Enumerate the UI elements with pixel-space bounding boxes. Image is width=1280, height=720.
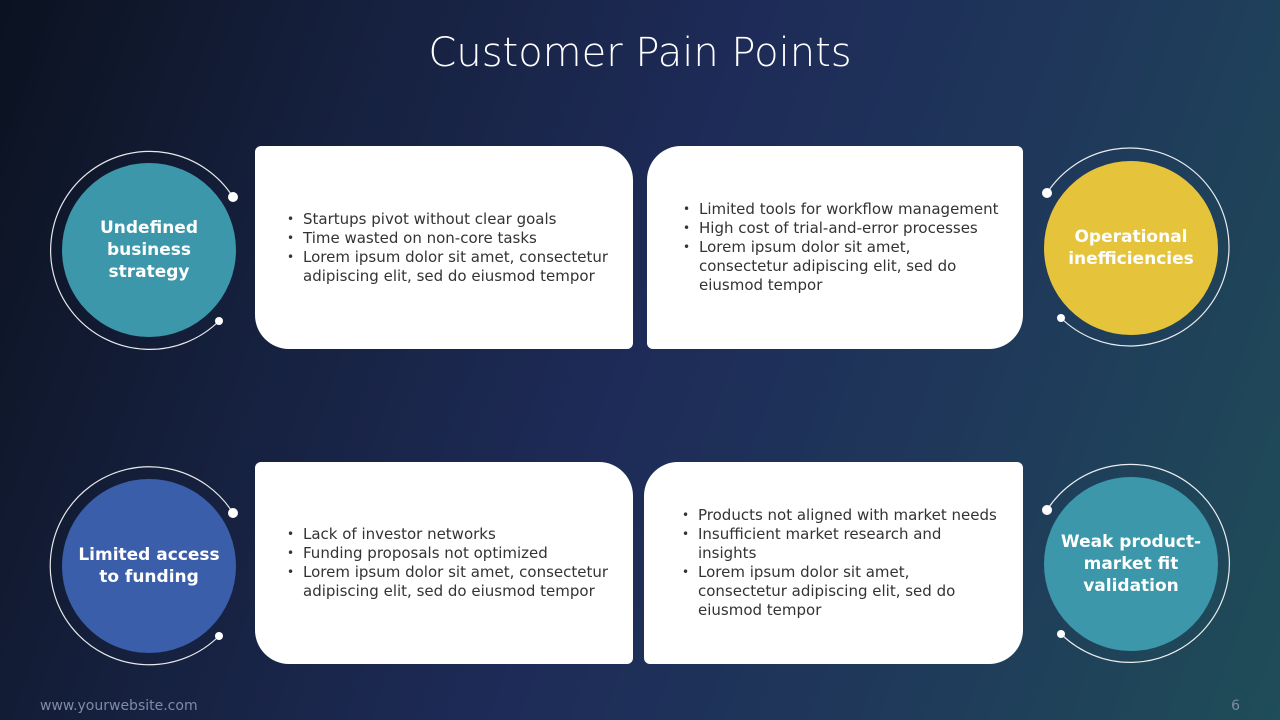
circle-weak-product-market-fit: Weak product-market fit validation [1044,477,1218,651]
bullet: High cost of trial-and-error processes [683,219,1003,238]
bullet: Lorem ipsum dolor sit amet, consectetur … [682,563,1003,620]
bullet: Lorem ipsum dolor sit amet, consectetur … [683,238,1003,295]
bullet: Funding proposals not optimized [287,544,613,563]
footer-website: www.yourwebsite.com [40,698,198,714]
page-number: 6 [1231,698,1240,714]
circle-operational-inefficiencies: Operational inefficiencies [1044,161,1218,335]
card-weak-product-market-fit: Products not aligned with market needsIn… [644,462,1023,664]
card-operational-inefficiencies: Limited tools for workflow managementHig… [647,146,1023,349]
bullet: Startups pivot without clear goals [287,210,613,229]
slide-title: Customer Pain Points [428,30,852,76]
bullet: Insufficient market research and insight… [682,525,1003,563]
circle-label: Weak product-market fit validation [1060,532,1202,596]
bullet: Lorem ipsum dolor sit amet, consectetur … [287,248,613,286]
circle-limited-access-funding: Limited access to funding [62,479,236,653]
card-limited-access-funding: Lack of investor networksFunding proposa… [255,462,633,664]
circle-label: Undefined business strategy [99,218,198,282]
circle-undefined-business-strategy: Undefined business strategy [62,163,236,337]
circle-label: Operational inefficiencies [1068,227,1194,269]
bullet: Time wasted on non-core tasks [287,229,613,248]
bullet: Lack of investor networks [287,525,613,544]
bullet: Products not aligned with market needs [682,506,1003,525]
bullet: Limited tools for workflow management [683,200,1003,219]
bullet: Lorem ipsum dolor sit amet, consectetur … [287,563,613,601]
circle-label: Limited access to funding [78,545,220,587]
card-undefined-business-strategy: Startups pivot without clear goalsTime w… [255,146,633,349]
